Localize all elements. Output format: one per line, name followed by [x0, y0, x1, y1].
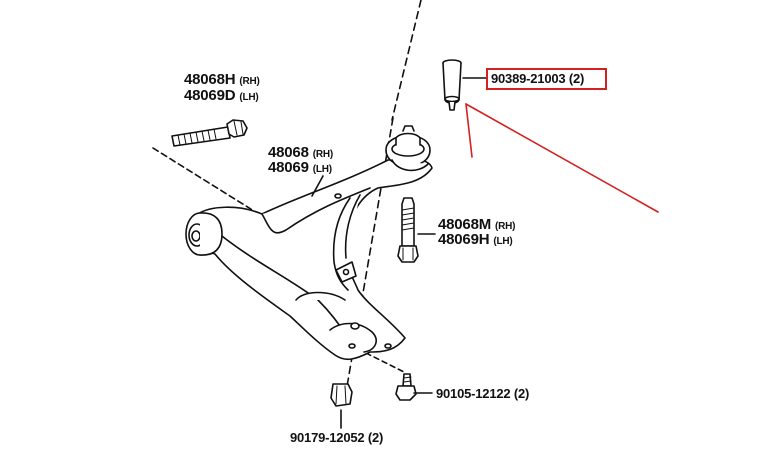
part-number: 48068 — [268, 144, 309, 161]
part-number: 48069 — [268, 159, 309, 176]
stud-48068m-icon — [397, 197, 419, 263]
assembly-line-bolt — [152, 147, 263, 217]
label-48068h: 48068H (RH) — [184, 72, 260, 87]
highlight-arrow — [465, 103, 659, 213]
leader-arm — [311, 175, 324, 197]
label-48069: 48069 (LH) — [268, 160, 332, 175]
label-48069d: 48069D (LH) — [184, 88, 259, 103]
part-number: 48068H — [184, 71, 236, 88]
highlight-box — [486, 68, 607, 90]
label-90389-21003: 90389-21003 (2) — [491, 71, 585, 86]
part-number: 48069H — [438, 231, 490, 248]
bolt-48068h-icon — [171, 119, 248, 147]
lower-control-arm — [192, 158, 433, 361]
label-90179-12052: 90179-12052 (2) — [290, 430, 384, 445]
side-label: (LH) — [493, 236, 513, 247]
label-90105-12122: 90105-12122 (2) — [436, 386, 530, 401]
label-48068: 48068 (RH) — [268, 145, 333, 160]
ball-joint-icon — [385, 125, 431, 172]
label-48069h: 48069H (LH) — [438, 232, 513, 247]
sleeve-90389-icon — [442, 59, 462, 111]
side-label: (RH) — [239, 76, 260, 87]
nut-90179-icon — [330, 383, 353, 407]
side-label: (RH) — [312, 149, 334, 160]
part-number: 48068M — [438, 216, 492, 233]
label-48068m: 48068M (RH) — [438, 216, 516, 233]
front-bushing-icon — [185, 212, 223, 256]
part-number: 48069D — [184, 87, 236, 104]
side-label: (LH) — [312, 164, 332, 175]
bolt-90105-icon — [395, 373, 417, 401]
side-label: (RH) — [494, 221, 516, 232]
side-label: (LH) — [239, 92, 259, 103]
assembly-line-vertical — [391, 0, 422, 121]
